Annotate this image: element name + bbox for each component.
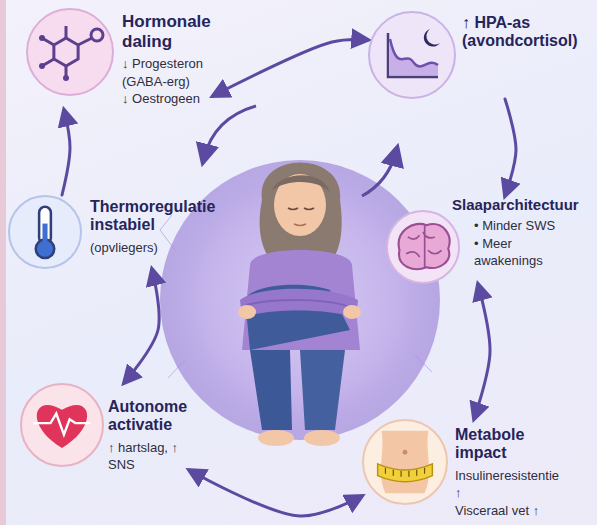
icon: [387, 211, 459, 283]
node-heading: Metabole impact: [455, 426, 561, 463]
node-text: ↓ Progesteron (GABA-erg): [122, 55, 213, 90]
node-heading: Slaaparchitectuur: [452, 196, 581, 213]
icon-svg: [386, 210, 460, 284]
node-text: Insulineresistentie ↑: [455, 467, 561, 502]
icon-stroke: [390, 39, 438, 66]
icon-stroke: [91, 29, 103, 41]
flow-arrow: [62, 110, 70, 195]
icon-stroke: [399, 224, 450, 269]
flow-arrow: [474, 284, 490, 419]
text-block: Thermoregulatie instabiel (opvliegers): [90, 198, 217, 256]
flow-arrow: [213, 40, 368, 96]
node-text: ↑ hartslag, ↑ SNS: [108, 439, 189, 474]
icon: [363, 420, 447, 504]
cause-node: Metabole impactInsulineresistentie ↑Visc…: [362, 419, 561, 521]
icon-stroke: [39, 35, 45, 41]
icon-thermo: [36, 207, 55, 258]
edge-strip: [0, 0, 6, 525]
icon-stroke: [424, 29, 440, 47]
cause-node: Autonome activatie ↑ hartslag, ↑ SNS: [20, 383, 189, 476]
text-block: Metabole impactInsulineresistentie ↑Visc…: [455, 426, 561, 519]
icon-svg: [26, 8, 114, 96]
icon-stroke: [385, 468, 424, 477]
icon-svg: [368, 11, 456, 99]
icon-brain: [399, 224, 450, 269]
node-heading: Thermoregulatie instabiel: [90, 198, 217, 235]
icon-stroke: [33, 414, 90, 435]
icon-circle: [387, 211, 459, 283]
icon-stroke: [39, 63, 45, 69]
icon-circle: [21, 384, 103, 466]
icon-stroke: [388, 33, 438, 77]
icon-circle: [363, 420, 447, 504]
flow-arrow: [204, 106, 256, 158]
node-text: (opvliegers): [90, 239, 217, 257]
node-heading: ↑ HPA-as (avondcortisol): [462, 14, 580, 51]
icon-stroke: [54, 38, 78, 66]
node-text: • Meer awakenings: [452, 235, 581, 270]
flow-arrow: [362, 152, 396, 196]
icon: [369, 12, 455, 98]
icon: [21, 384, 103, 466]
text-block: Hormonale daling ↓ Progesteron (GABA-erg)…: [122, 12, 213, 108]
cause-node: Slaaparchitectuur • Minder SWS• Meer awak…: [386, 196, 581, 284]
icon-stroke: [42, 26, 92, 78]
icon-circle: [9, 196, 81, 268]
icon-stroke: [378, 464, 433, 482]
text-block: Slaaparchitectuur • Minder SWS• Meer awak…: [452, 196, 581, 270]
node-text: ↓ Oestrogeen: [122, 90, 213, 108]
icon-mol: [39, 26, 103, 81]
node-heading: Autonome activatie: [108, 398, 189, 435]
icon-graph: [388, 29, 440, 77]
icon-belly: [378, 431, 433, 494]
text-block: Autonome activatie ↑ hartslag, ↑ SNS: [108, 398, 189, 474]
icon-stroke: [42, 224, 47, 246]
icon-svg: [8, 195, 82, 269]
icon-stroke: [381, 431, 429, 494]
cause-node: ↑ HPA-as (avondcortisol): [368, 11, 580, 99]
cause-node: Hormonale daling ↓ Progesteron (GABA-erg)…: [26, 8, 213, 110]
icon-stroke: [406, 225, 441, 267]
icon-svg: [362, 419, 448, 505]
icon: [9, 196, 81, 268]
icon: [27, 9, 113, 95]
icon-stroke: [63, 75, 69, 81]
icon-heart: [33, 405, 90, 448]
node-heading: Hormonale daling: [122, 12, 213, 51]
text-block: ↑ HPA-as (avondcortisol): [462, 14, 580, 55]
icon-stroke: [403, 450, 408, 455]
woman-figure: [238, 163, 361, 447]
node-text: Visceraal vet ↑: [455, 502, 561, 520]
icon-circle: [369, 12, 455, 98]
flow-arrow: [189, 470, 362, 516]
cause-node: Thermoregulatie instabiel (opvliegers): [8, 195, 217, 269]
node-text: • Minder SWS: [452, 217, 581, 235]
icon-svg: [20, 383, 104, 467]
flow-arrow: [124, 269, 159, 383]
flow-arrow: [505, 99, 516, 196]
icon-circle: [27, 9, 113, 95]
